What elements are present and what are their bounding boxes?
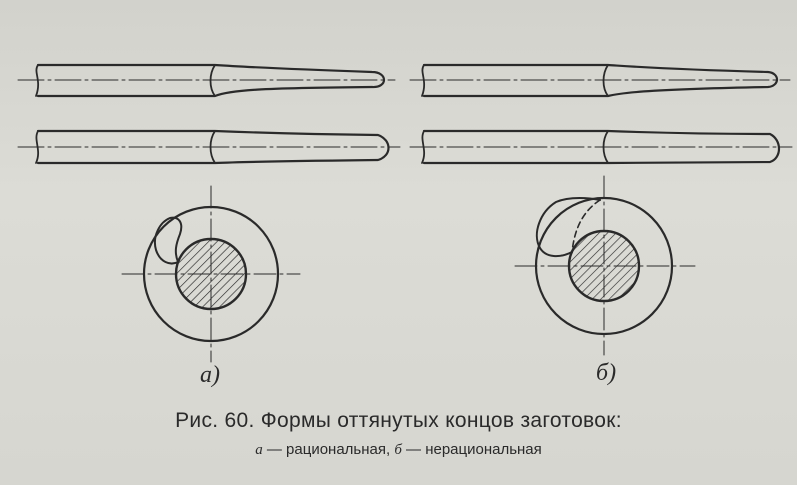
figure-subcaption: а — рациональная, б — нерациональная — [0, 441, 797, 459]
subcaption-a-letter: а — [255, 442, 263, 458]
panel-label-a: а) — [200, 362, 220, 388]
end-view-a — [121, 185, 301, 363]
panel-label-b: б) — [596, 360, 617, 386]
bar-b-middle — [409, 129, 793, 165]
bar-a-top — [17, 63, 396, 98]
bar-b-top — [409, 63, 791, 98]
subcaption-b-text: — нерациональная — [401, 441, 542, 458]
subcaption-a-text: — рациональная, — [262, 441, 395, 458]
bar-a-middle — [17, 129, 401, 165]
figure-caption: Рис. 60. Формы оттянутых концов заготово… — [175, 409, 622, 432]
subcaption-b-letter: б — [394, 442, 402, 458]
end-view-b — [514, 175, 696, 356]
technical-drawing — [17, 63, 793, 363]
